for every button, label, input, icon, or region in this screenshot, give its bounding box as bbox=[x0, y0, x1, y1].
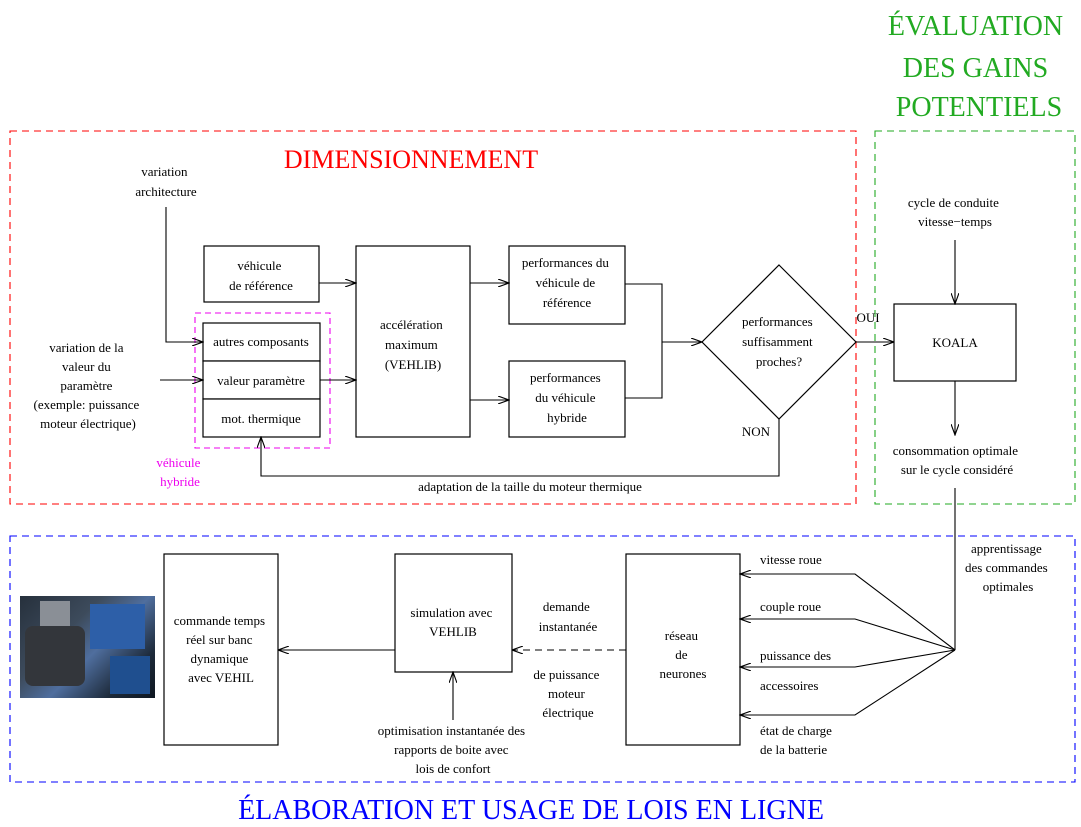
photo-engine bbox=[25, 626, 85, 686]
vehicule-hybride-label: véhicule hybride bbox=[156, 455, 203, 489]
optimisation-label: optimisation instantanée des rapports de… bbox=[378, 723, 529, 776]
koala-box bbox=[893, 303, 1017, 382]
photo-cabinet bbox=[90, 604, 145, 649]
evaluation-frame bbox=[874, 130, 1076, 505]
simulation-box bbox=[394, 553, 513, 673]
consommation-label: consommation optimale sur le cycle consi… bbox=[893, 443, 1022, 477]
non-label: NON bbox=[742, 424, 771, 439]
de-puissance-label: de puissance moteur électrique bbox=[533, 667, 602, 720]
mot-thermique-label: mot. thermique bbox=[221, 411, 301, 426]
acceleration-label: accélération maximum (VEHLIB) bbox=[380, 317, 446, 372]
variation-valeur-label: variation de la valeur du paramètre (exe… bbox=[33, 340, 142, 431]
commande-label: commande temps réel sur banc dynamique a… bbox=[174, 613, 269, 685]
test-bench-photo bbox=[20, 596, 155, 698]
reseau-neurones-box bbox=[625, 553, 741, 746]
variation-architecture-label: variation architecture bbox=[135, 164, 197, 199]
vehicule-reference-box bbox=[203, 245, 320, 303]
elaboration-title: ÉLABORATION ET USAGE DE LOIS EN LIGNE bbox=[238, 795, 824, 826]
etat-charge-label: état de charge de la batterie bbox=[760, 723, 835, 757]
perf-reference-label: performances du véhicule de référence bbox=[522, 255, 612, 310]
valeur-parametre-box bbox=[202, 360, 321, 400]
elaboration-frame bbox=[9, 535, 1076, 783]
couple-roue-label: couple roue bbox=[760, 599, 821, 614]
arrow-couple-roue bbox=[740, 619, 956, 651]
demande-label: demande instantanée bbox=[539, 599, 598, 634]
evaluation-title-line: DES GAINS bbox=[903, 53, 1048, 84]
evaluation-title-line: POTENTIELS bbox=[896, 92, 1062, 123]
arrow-architecture bbox=[165, 207, 203, 342]
reseau-label: réseau de neurones bbox=[660, 628, 707, 681]
autres-composants-box bbox=[202, 322, 321, 362]
perf-reference-box bbox=[508, 245, 626, 325]
perf-hybride-label: performances du véhicule hybride bbox=[530, 370, 604, 425]
commande-box bbox=[163, 553, 279, 746]
arrow-vitesse-roue bbox=[740, 574, 956, 651]
simulation-label: simulation avec VEHLIB bbox=[410, 605, 495, 639]
line-perf-reference-out bbox=[625, 283, 663, 399]
photo-pipe bbox=[40, 601, 70, 626]
decision-label: performances suffisamment proches? bbox=[742, 314, 816, 369]
vitesse-roue-label: vitesse roue bbox=[760, 552, 822, 567]
vehicule-reference-label: véhicule de référence bbox=[229, 258, 293, 293]
evaluation-title-line: ÉVALUATION bbox=[888, 11, 1063, 42]
oui-label: OUI bbox=[856, 310, 879, 325]
photo-panel bbox=[110, 656, 150, 694]
koala-label: KOALA bbox=[932, 335, 978, 350]
arrow-non-feedback bbox=[261, 419, 780, 477]
evaluation-title: ÉVALUATION DES GAINS POTENTIELS bbox=[888, 11, 1070, 123]
valeur-parametre-label: valeur paramètre bbox=[217, 373, 305, 388]
dimensionnement-title: DIMENSIONNEMENT bbox=[284, 145, 538, 174]
dimensionnement-frame bbox=[9, 130, 857, 505]
arrow-etat-charge bbox=[740, 649, 956, 715]
autres-composants-label: autres composants bbox=[213, 334, 309, 349]
apprentissage-label: apprentissage des commandes optimales bbox=[965, 541, 1051, 594]
arrow-puissance-acc bbox=[740, 649, 956, 667]
cycle-label: cycle de conduite vitesse−temps bbox=[908, 195, 1002, 229]
puissance-acc-label: puissance des accessoires bbox=[760, 648, 834, 693]
mot-thermique-box bbox=[202, 398, 321, 438]
acceleration-box bbox=[355, 245, 471, 438]
adaptation-label: adaptation de la taille du moteur thermi… bbox=[418, 479, 642, 494]
